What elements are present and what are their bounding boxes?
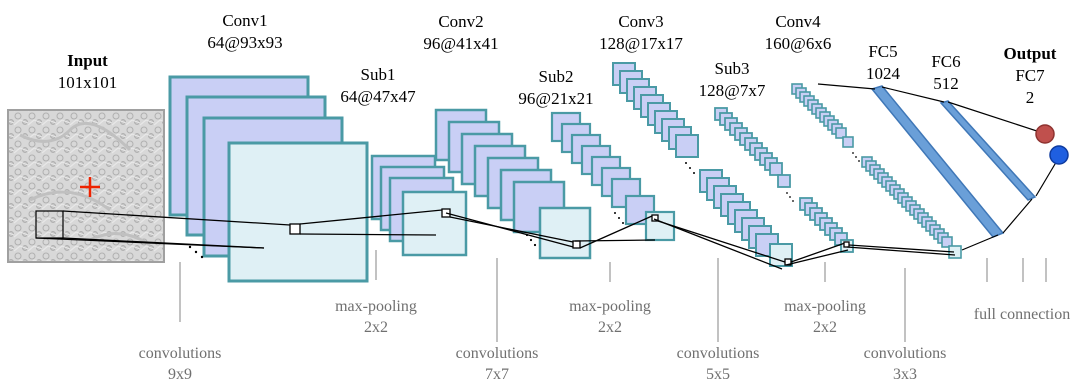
- op-pool-3-size: 2x2: [813, 319, 837, 336]
- conv4-dims: 160@6x6: [764, 34, 832, 53]
- op-conv-9x9-name: convolutions: [138, 345, 222, 362]
- op-conv-9x9-size: 9x9: [168, 366, 192, 383]
- op-pool-1-name: max-pooling: [335, 298, 417, 315]
- op-conv-3x3-size: 3x3: [893, 366, 917, 383]
- conv4-feature-maps: [791, 83, 962, 259]
- receptive-field-projections: [35, 208, 956, 270]
- output-neuron-red: [1035, 124, 1055, 144]
- conv1-name: Conv1: [222, 11, 268, 30]
- sub2-name: Sub2: [538, 67, 574, 86]
- sub3-feature-maps: [714, 107, 854, 253]
- sub2-dims: 96@21x21: [518, 89, 594, 108]
- input-title: Input: [67, 51, 108, 70]
- sub2-label: Sub2 96@21x21: [501, 66, 611, 110]
- conv1-feature-maps: [168, 75, 369, 283]
- output-label: Output FC7 2: [990, 43, 1070, 109]
- sub1-feature-maps: [370, 154, 468, 257]
- op-conv-3x3: convolutions 3x3: [845, 343, 965, 385]
- fc-connection-lines: [817, 83, 1059, 251]
- sub3-label: Sub3 128@7x7: [677, 58, 787, 102]
- op-conv-9x9: convolutions 9x9: [120, 343, 240, 385]
- sub3-name: Sub3: [714, 59, 750, 78]
- fc5-label: FC5 1024: [848, 41, 918, 85]
- conv3-dims: 128@17x17: [599, 34, 683, 53]
- conv3-label: Conv3 128@17x17: [581, 11, 701, 55]
- op-full-connection: full connection: [958, 304, 1086, 325]
- conv1-label: Conv1 64@93x93: [190, 10, 300, 54]
- conv3-name: Conv3: [618, 12, 664, 31]
- op-pool-1: max-pooling 2x2: [316, 296, 436, 338]
- fc6-bar: [939, 100, 1037, 201]
- op-conv-5x5-size: 5x5: [706, 366, 730, 383]
- op-conv-5x5-name: convolutions: [676, 345, 760, 362]
- conv4-label: Conv4 160@6x6: [748, 11, 848, 55]
- op-pool-3: max-pooling 2x2: [765, 296, 885, 338]
- sub1-dims: 64@47x47: [340, 87, 416, 106]
- output-size: 2: [1025, 88, 1035, 107]
- output-name: FC7: [1015, 66, 1045, 85]
- conv4-name: Conv4: [775, 12, 821, 31]
- op-conv-7x7-name: convolutions: [455, 345, 539, 362]
- op-pool-2: max-pooling 2x2: [550, 296, 670, 338]
- conv1-dims: 64@93x93: [207, 33, 283, 52]
- op-conv-7x7: convolutions 7x7: [437, 343, 557, 385]
- conv3-feature-maps: [612, 62, 793, 267]
- fc6-dims: 512: [933, 74, 959, 93]
- fc6-name: FC6: [931, 52, 961, 71]
- conv2-dims: 96@41x41: [423, 34, 499, 53]
- op-conv-3x3-name: convolutions: [863, 345, 947, 362]
- input-size: 101x101: [57, 73, 118, 92]
- sub3-dims: 128@7x7: [698, 81, 766, 100]
- output-title: Output: [1003, 44, 1057, 63]
- conv2-feature-maps: [434, 108, 592, 260]
- center-marker: [80, 177, 100, 197]
- op-conv-7x7-size: 7x7: [485, 366, 509, 383]
- input-image: [7, 109, 165, 263]
- conv2-name: Conv2: [438, 12, 484, 31]
- op-pool-2-name: max-pooling: [569, 298, 651, 315]
- fc5-bar: [870, 85, 1005, 238]
- output-neuron-blue: [1049, 145, 1069, 165]
- fc5-name: FC5: [868, 42, 898, 61]
- conv2-label: Conv2 96@41x41: [406, 11, 516, 55]
- fc6-label: FC6 512: [916, 51, 976, 95]
- op-pool-1-size: 2x2: [364, 319, 388, 336]
- sub1-label: Sub1 64@47x47: [323, 64, 433, 108]
- sub2-feature-maps: [550, 111, 676, 242]
- input-label: Input 101x101: [40, 50, 135, 94]
- operation-guide-lines: [179, 250, 1047, 342]
- fc5-dims: 1024: [866, 64, 900, 83]
- op-conv-5x5: convolutions 5x5: [658, 343, 778, 385]
- op-full-connection-name: full connection: [973, 306, 1071, 323]
- sub1-name: Sub1: [360, 65, 396, 84]
- op-pool-3-name: max-pooling: [784, 298, 866, 315]
- op-pool-2-size: 2x2: [598, 319, 622, 336]
